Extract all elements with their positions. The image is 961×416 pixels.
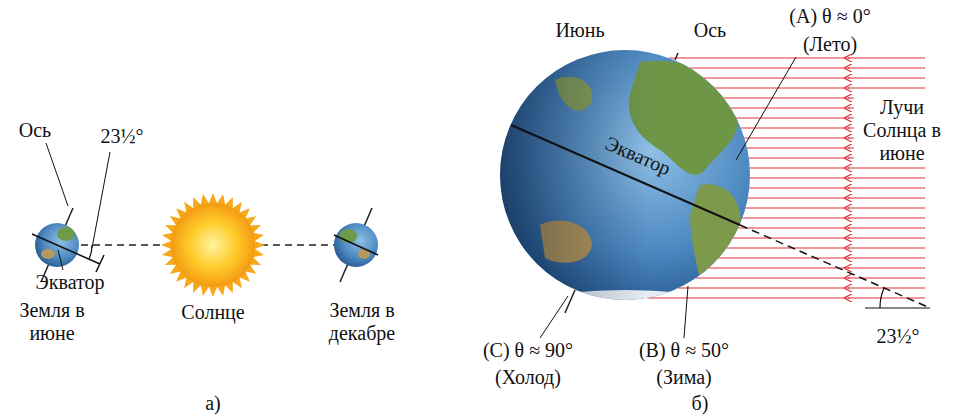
figure-label: Ось (694, 19, 726, 42)
sun-ray (669, 57, 850, 58)
sun-ray (848, 247, 925, 248)
sun-ray (704, 77, 850, 78)
figure-label: (Зима) (656, 366, 711, 389)
sun-ray (647, 297, 850, 298)
sun-ray (736, 117, 850, 118)
sun-ray (733, 237, 850, 238)
sun-ray (696, 277, 850, 278)
sun-ray (848, 197, 925, 198)
figure-label: б) (692, 391, 709, 414)
sun-ray (690, 67, 850, 68)
figure-label: Лучи Солнца в июне (854, 94, 950, 167)
sun-ray (848, 227, 925, 228)
figure-label: Июнь (555, 19, 604, 42)
figure-label: Земля в июне (12, 299, 92, 345)
sun-ray (742, 217, 850, 218)
sun-ray (749, 187, 850, 188)
sun-ray (723, 97, 850, 98)
figure-label: (Лето) (803, 33, 857, 56)
sun-corona (161, 193, 265, 297)
sun-ray (848, 267, 925, 268)
figure-label: (C) θ ≈ 90° (483, 339, 573, 362)
sun-ray (744, 137, 850, 138)
sun-ray (741, 127, 850, 128)
sun-ray (848, 187, 925, 188)
sun-disk (171, 203, 255, 287)
sun-ray (715, 87, 850, 88)
sun-ray (738, 227, 850, 228)
sun-ray (848, 257, 925, 258)
sun-ray (718, 257, 850, 258)
figure-label: 23½° (101, 125, 144, 148)
sun-ray (731, 107, 850, 108)
sun-ray (848, 87, 925, 88)
earth-june-small (32, 143, 110, 282)
figure-label: а) (205, 391, 221, 414)
sun-ray (848, 297, 925, 298)
sun-ray (726, 247, 850, 248)
sun-ray (848, 217, 925, 218)
sun-spikes (161, 193, 265, 297)
sun-ray (709, 267, 850, 268)
sun-ray (750, 177, 850, 178)
figure-label: Земля в декабре (312, 299, 412, 345)
sun-ray (748, 197, 850, 198)
figure-label: 23½° (877, 325, 920, 348)
earth-december-small (334, 208, 378, 282)
sun-ray (747, 147, 850, 148)
sun-ray (678, 287, 850, 288)
sun-ray (848, 167, 925, 168)
sun-ray (848, 177, 925, 178)
sun-ray (750, 167, 850, 168)
figure-label: Экватор (36, 271, 105, 294)
sun-ray (746, 207, 850, 208)
sun-ray (848, 237, 925, 238)
figure-label: Солнце (181, 301, 244, 324)
sun-ray (749, 157, 850, 158)
sun-ray (848, 207, 925, 208)
figure-label: (B) θ ≈ 50° (639, 339, 729, 362)
figure-label: (A) θ ≈ 0° (789, 5, 870, 28)
sun-ray (848, 77, 925, 78)
figure-label: (Холод) (495, 366, 561, 389)
sun-ray (848, 67, 925, 68)
sun-ray (848, 57, 925, 58)
figure-label: Ось (19, 119, 51, 142)
